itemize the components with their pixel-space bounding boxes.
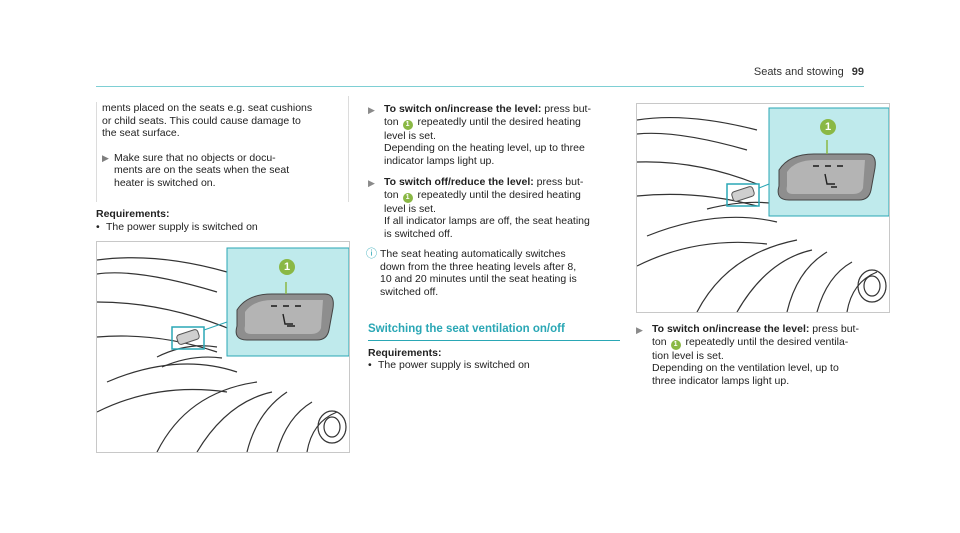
step-text: repeatedly until the desired heating (414, 188, 581, 201)
warning-text-block: ments placed on the seats e.g. seat cush… (96, 102, 342, 202)
step-heating-on: ▶ To switch on/increase the level: press… (368, 103, 618, 167)
step-text: press but- (541, 103, 591, 115)
step-line: level is set. (384, 202, 436, 215)
door-panel-illustration (97, 247, 349, 452)
header-section: Seats and stowing (753, 66, 844, 78)
callout-number: 1 (402, 119, 413, 130)
step-bold-label: To switch off/reduce the level: (384, 176, 534, 188)
step-line: is switched off. (384, 227, 453, 240)
seat-ventilation-figure: 1 (636, 103, 890, 313)
step-ventilation-on: ▶ To switch on/increase the level: press… (636, 323, 890, 387)
warning-line: ments placed on the seats e.g. seat cush… (102, 102, 313, 114)
step-text: repeatedly until the desired heating (414, 115, 581, 128)
warning-step-line: Make sure that no objects or docu- (114, 151, 276, 164)
step-line: level is set. (384, 129, 436, 142)
warning-line: the seat surface. (102, 127, 180, 140)
play-arrow-icon: ▶ (636, 325, 643, 335)
callout-number: 1 (670, 339, 681, 350)
step-bold-label: To switch on/increase the level: (384, 103, 542, 115)
step-text: ton (652, 335, 667, 348)
tip-line: switched off. (380, 285, 439, 298)
step-line: tion level is set. (652, 349, 724, 362)
requirement-text: The power supply is switched on (378, 359, 530, 372)
requirements-block: Requirements: • The power supply is swit… (96, 208, 348, 233)
callout-number: 1 (820, 119, 836, 135)
running-header: Seats and stowing 99 (754, 66, 864, 79)
step-text: press but- (809, 323, 859, 335)
warning-step: ▶ Make sure that no objects or docu- men… (102, 152, 342, 190)
step-line: three indicator lamps light up. (652, 374, 790, 387)
info-icon: ⓘ (366, 248, 377, 260)
page-number: 99 (851, 66, 864, 78)
door-panel-illustration (637, 107, 889, 312)
requirement-text: The power supply is switched on (106, 220, 258, 233)
section-title: Switching the seat ventilation on/off (368, 323, 565, 335)
section-rule (368, 339, 620, 341)
step-bold-label: To switch on/increase the level: (652, 323, 810, 335)
requirements-title: Requirements: (368, 346, 442, 359)
figure-callout: 1 (278, 259, 297, 275)
requirements-title: Requirements: (96, 208, 170, 220)
warning-box: ments placed on the seats e.g. seat cush… (96, 96, 349, 202)
seat-heating-figure: 1 (96, 241, 350, 453)
step-text: ton (384, 188, 399, 201)
warning-step-line: heater is switched on. (114, 176, 216, 189)
bullet-dot: • (368, 359, 372, 372)
tip-line: down from the three heating levels after… (380, 260, 577, 273)
tip-line: The seat heating automatically switches (380, 248, 566, 260)
requirement-item: • The power supply is switched on (96, 221, 348, 234)
tip-block: ⓘ The seat heating automatically switche… (366, 248, 620, 298)
requirement-item: • The power supply is switched on (368, 359, 620, 372)
step-text: ton (384, 115, 399, 128)
tip-line: 10 and 20 minutes until the seat heating… (380, 273, 577, 286)
ventilation-section: Switching the seat ventilation on/off Re… (368, 323, 620, 372)
warning-step-line: ments are on the seats when the seat (114, 164, 290, 177)
figure-callout: 1 (819, 119, 838, 135)
callout-number: 1 (279, 259, 295, 275)
play-arrow-icon: ▶ (368, 178, 375, 188)
step-text: press but- (533, 176, 584, 188)
warning-line: or child seats. This could cause damage … (102, 114, 301, 127)
step-line: Depending on the ventilation level, up t… (652, 362, 839, 375)
step-heating-off: ▶ To switch off/reduce the level: press … (368, 176, 618, 240)
header-rule (96, 86, 864, 87)
step-line: indicator lamps light up. (384, 154, 495, 167)
bullet-dot: • (96, 220, 100, 233)
step-line: If all indicator lamps are off, the seat… (384, 215, 590, 228)
step-text: repeatedly until the desired ventila- (682, 335, 849, 348)
play-arrow-icon: ▶ (368, 105, 375, 115)
step-line: Depending on the heating level, up to th… (384, 142, 585, 155)
play-arrow-icon: ▶ (102, 152, 109, 163)
callout-number: 1 (402, 192, 413, 203)
